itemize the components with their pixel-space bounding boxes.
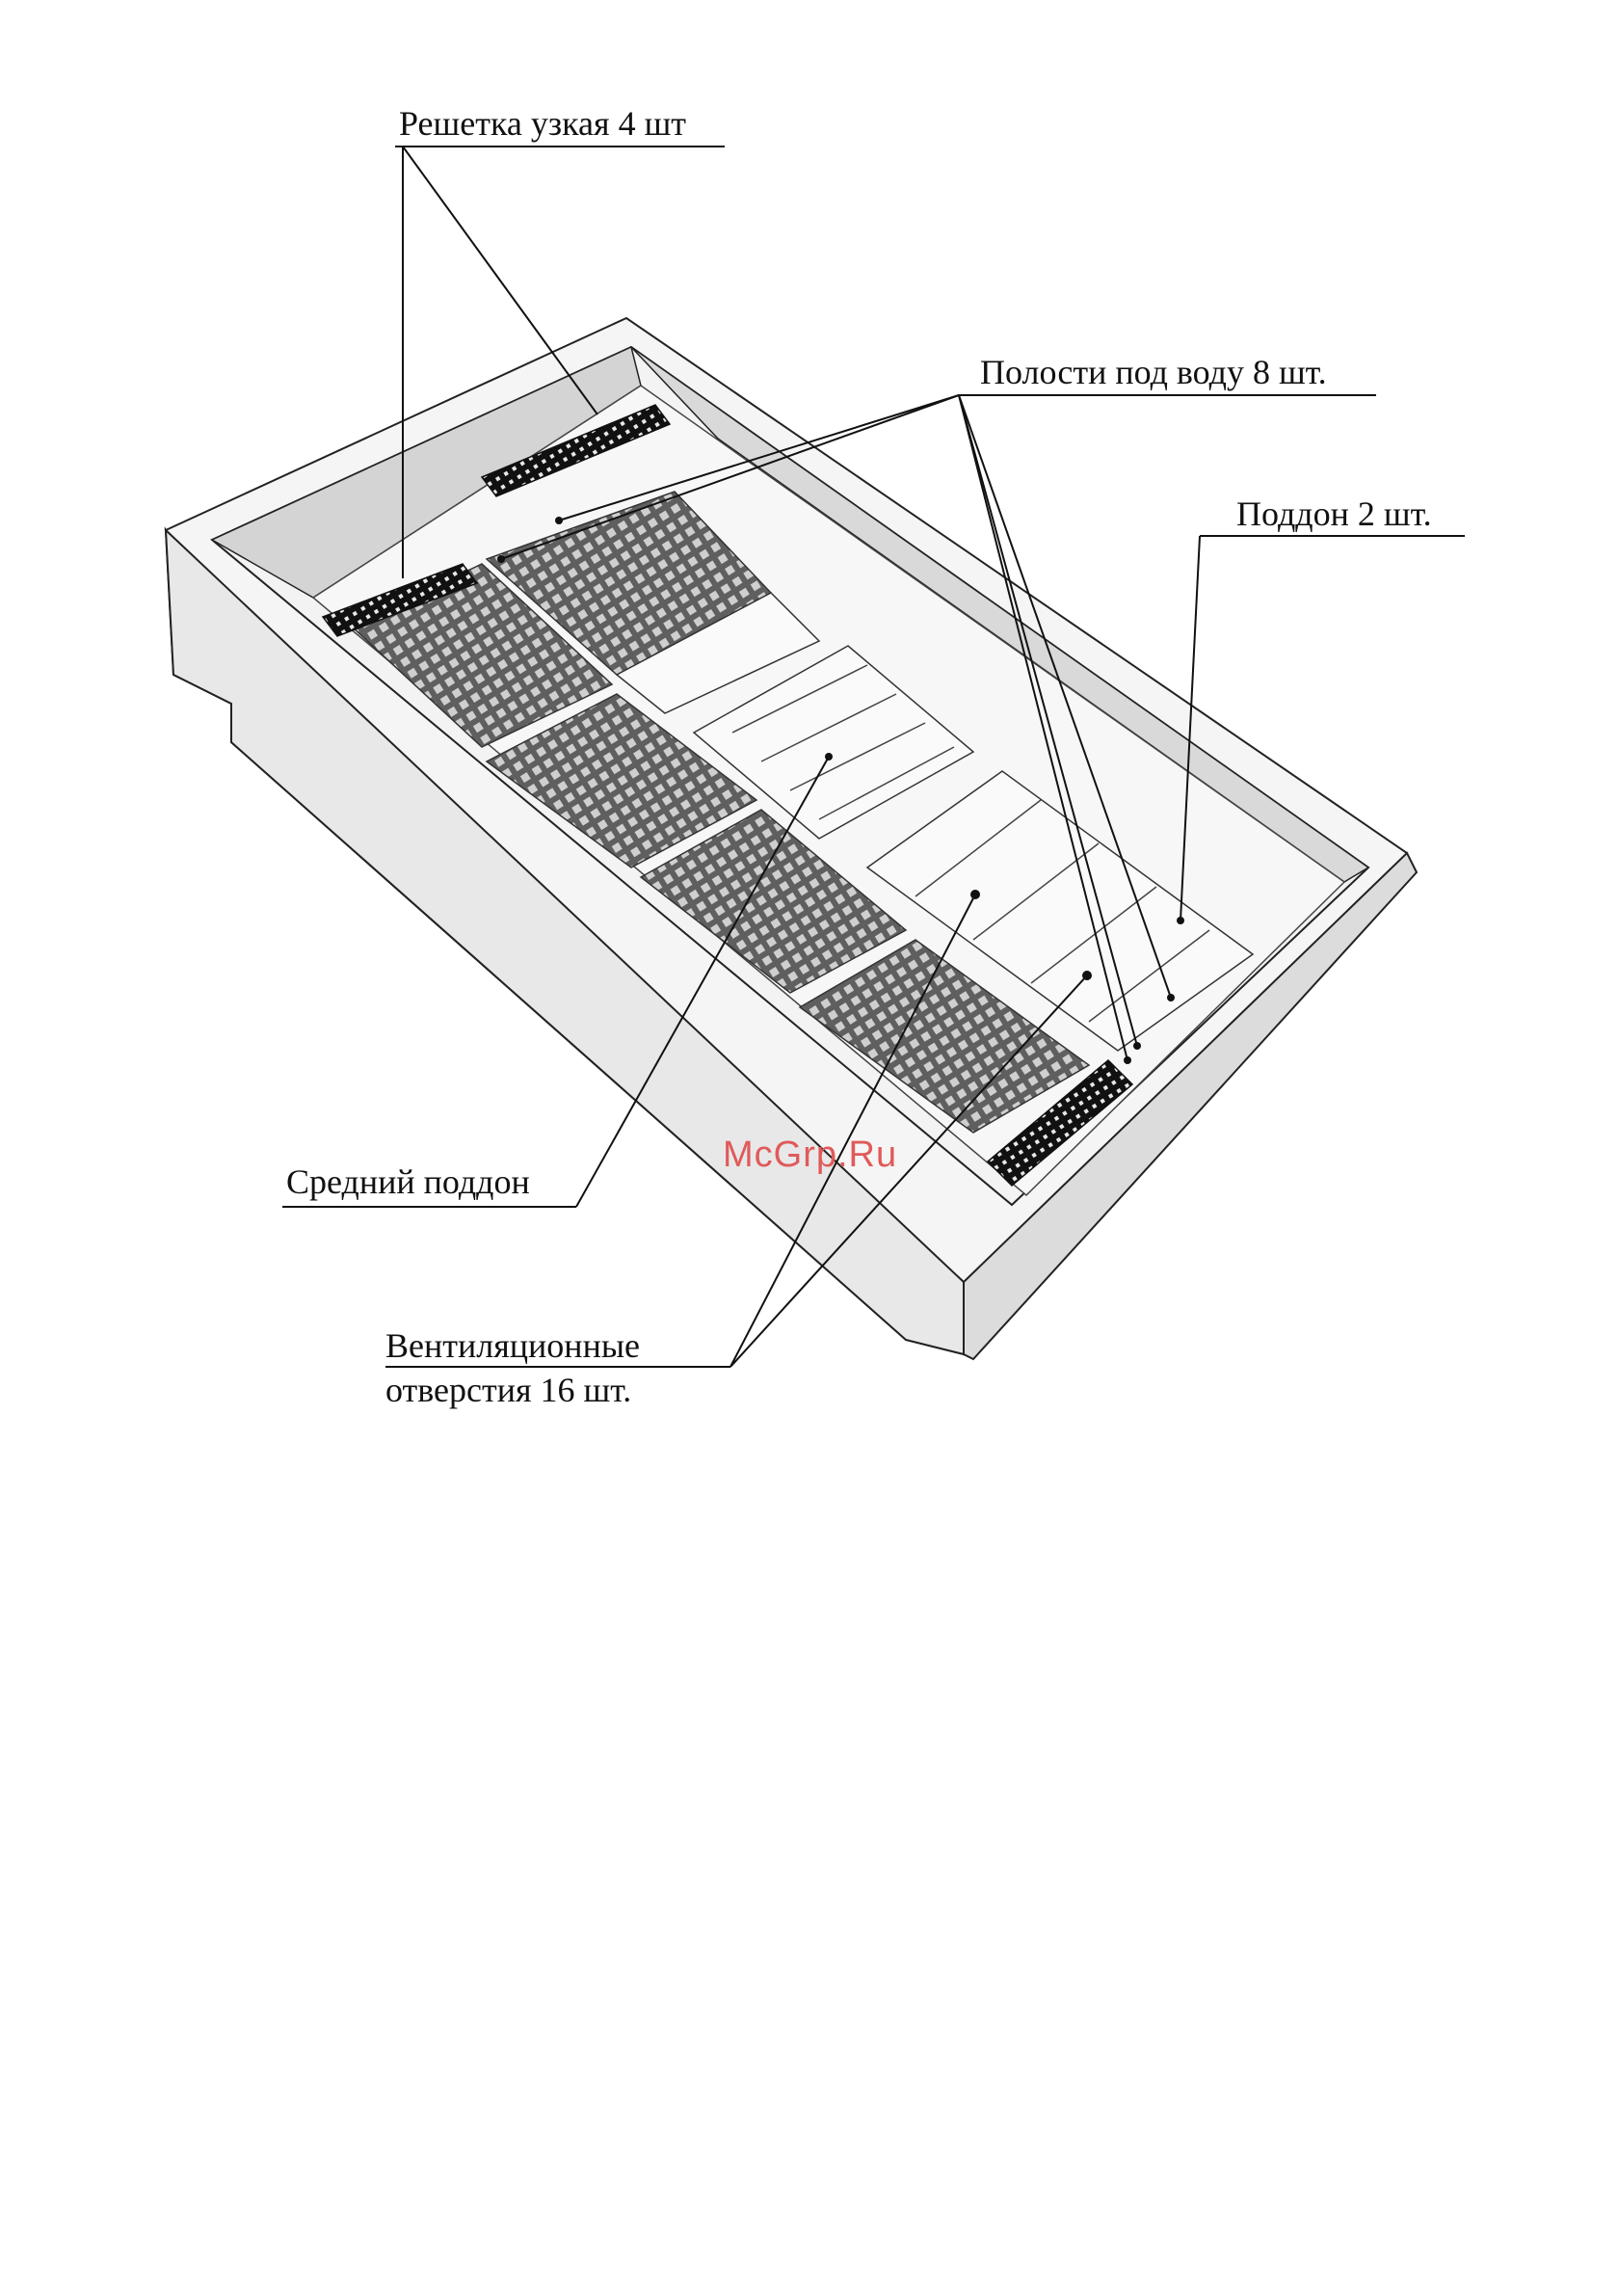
watermark: McGrp.Ru xyxy=(723,1135,897,1176)
tray-label: Поддон 2 шт. xyxy=(1236,496,1432,531)
narrow-grate-label: Решетка узкая 4 шт xyxy=(399,106,686,141)
vent-label-line1: Вентиляционные xyxy=(385,1328,640,1363)
water-cavities-label: Полости под воду 8 шт. xyxy=(980,355,1327,389)
vent-label-line2: отверстия 16 шт. xyxy=(385,1373,631,1407)
middle-tray-label: Средний поддон xyxy=(286,1164,530,1199)
grate-leader-2 xyxy=(403,147,597,414)
